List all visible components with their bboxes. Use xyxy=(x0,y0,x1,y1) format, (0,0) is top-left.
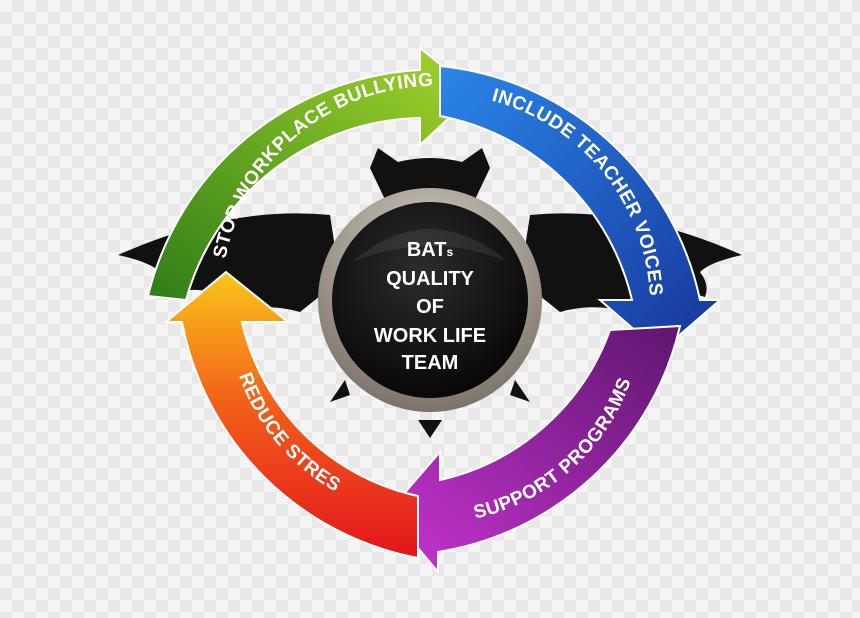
center-title-line1: BATs xyxy=(407,239,454,261)
center-title-line3: OF xyxy=(416,296,444,318)
center-hub: BATs QUALITY OF WORK LIFE TEAM xyxy=(318,188,542,412)
center-title-line2: QUALITY xyxy=(386,268,474,290)
hub-face xyxy=(332,202,528,398)
center-title-line4: WORK LIFE xyxy=(374,325,486,347)
center-title-line5: TEAM xyxy=(402,352,459,374)
